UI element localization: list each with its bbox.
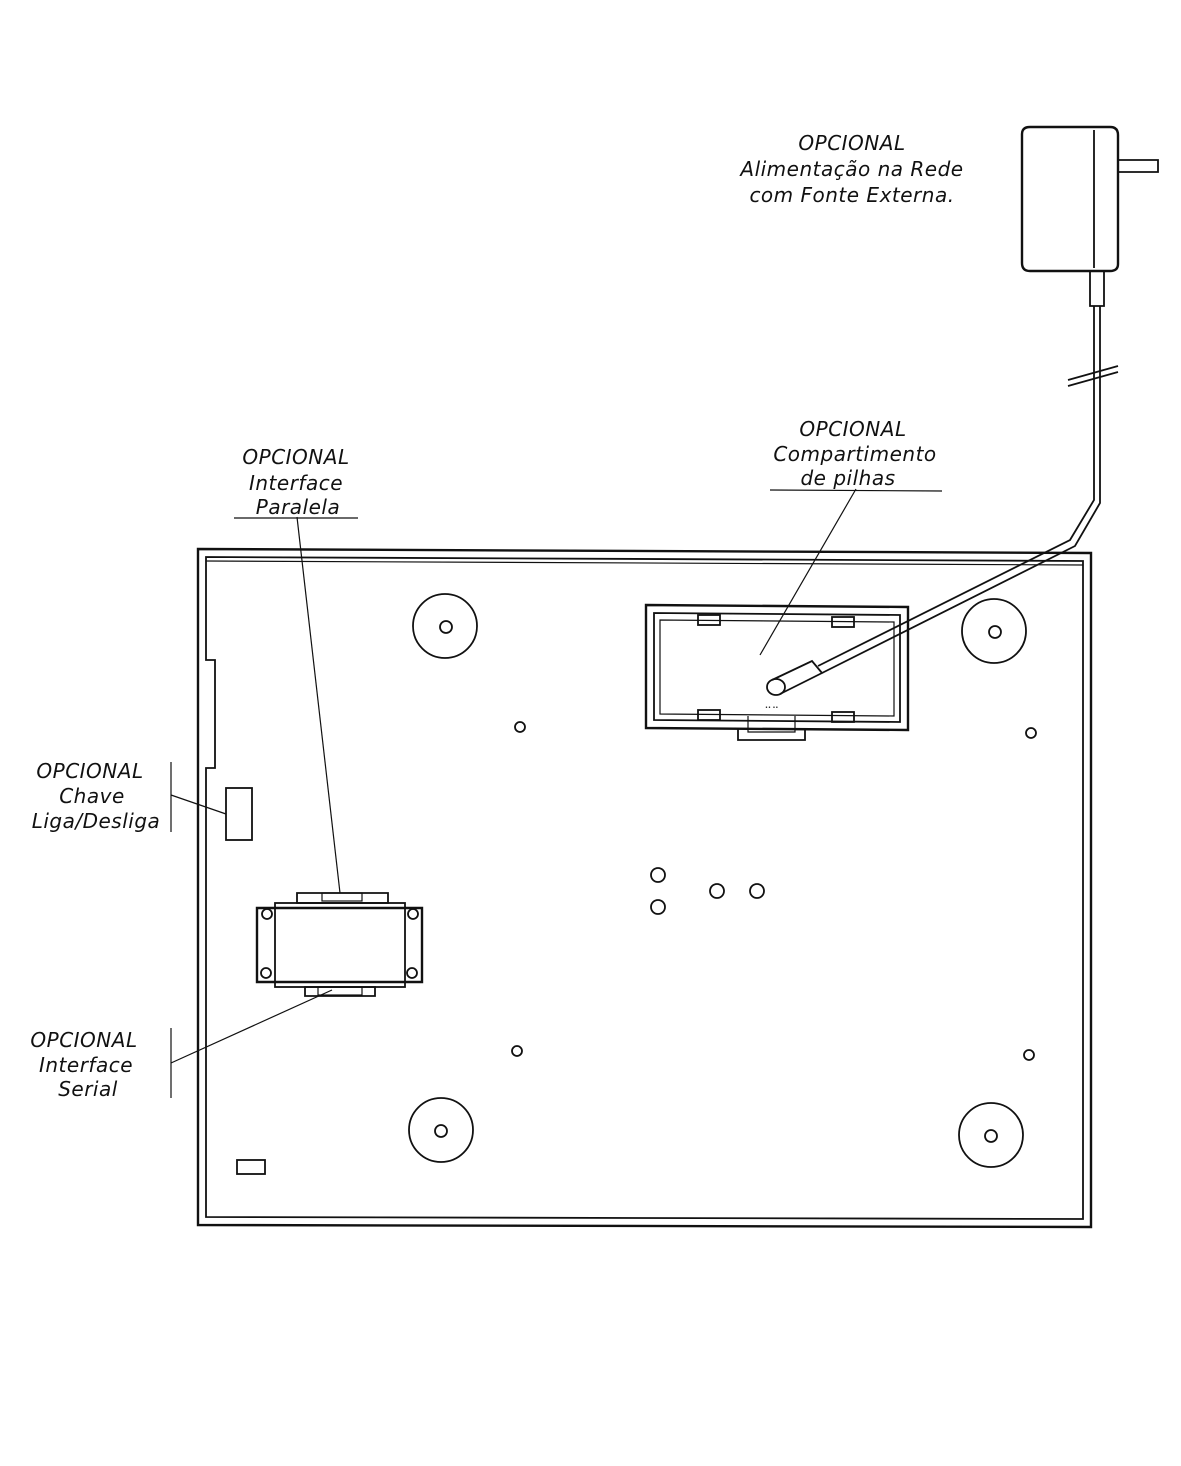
battery-compartment: •• ••: [644, 603, 910, 741]
label-compartimento-pilhas: OPCIONAL Compartimento de pilhas: [769, 417, 943, 492]
foot-top-left: [412, 593, 478, 659]
power-adapter: [766, 125, 1159, 696]
label-interface-paralela: OPCIONAL Interface Paralela: [234, 445, 358, 519]
label-fonte-externa: OPCIONAL Alimentação na Rede com Fonte E…: [738, 131, 963, 207]
label-interface-serial: OPCIONAL Interface Serial: [30, 1028, 137, 1101]
label-fonte-line2: Alimentação na Rede: [738, 157, 963, 181]
label-serial-line1: OPCIONAL: [30, 1028, 137, 1052]
label-chave-line2: Chave: [59, 784, 125, 808]
foot-bottom-left: [408, 1097, 474, 1163]
label-fonte-line3: com Fonte Externa.: [749, 183, 954, 207]
interface-connector: [255, 892, 424, 997]
foot-top-right: [961, 598, 1027, 664]
label-pilhas-line1: OPCIONAL: [799, 417, 906, 441]
label-pilhas-line2: Compartimento: [773, 442, 936, 466]
label-fonte-line1: OPCIONAL: [798, 131, 905, 155]
label-chave-line3: Liga/Desliga: [32, 809, 161, 833]
screw-holes: [511, 721, 1037, 1061]
label-serial-line2: Interface: [39, 1053, 133, 1077]
foot-bottom-right: [958, 1102, 1024, 1168]
label-pilhas-line3: de pilhas: [800, 466, 895, 490]
label-serial-line3: Serial: [58, 1077, 118, 1101]
label-paralela-line1: OPCIONAL: [242, 445, 349, 469]
base-plate: [196, 547, 1093, 1229]
power-switch: [225, 787, 253, 841]
svg-text:•• ••: •• ••: [765, 705, 778, 711]
label-chave-line1: OPCIONAL: [36, 759, 143, 783]
label-paralela-line2: Interface: [249, 471, 343, 495]
label-paralela-line3: Paralela: [256, 495, 340, 519]
leader-lines: [170, 488, 857, 1098]
small-label-plate: [236, 1159, 266, 1175]
label-chave-liga-desliga: OPCIONAL Chave Liga/Desliga: [32, 759, 161, 833]
